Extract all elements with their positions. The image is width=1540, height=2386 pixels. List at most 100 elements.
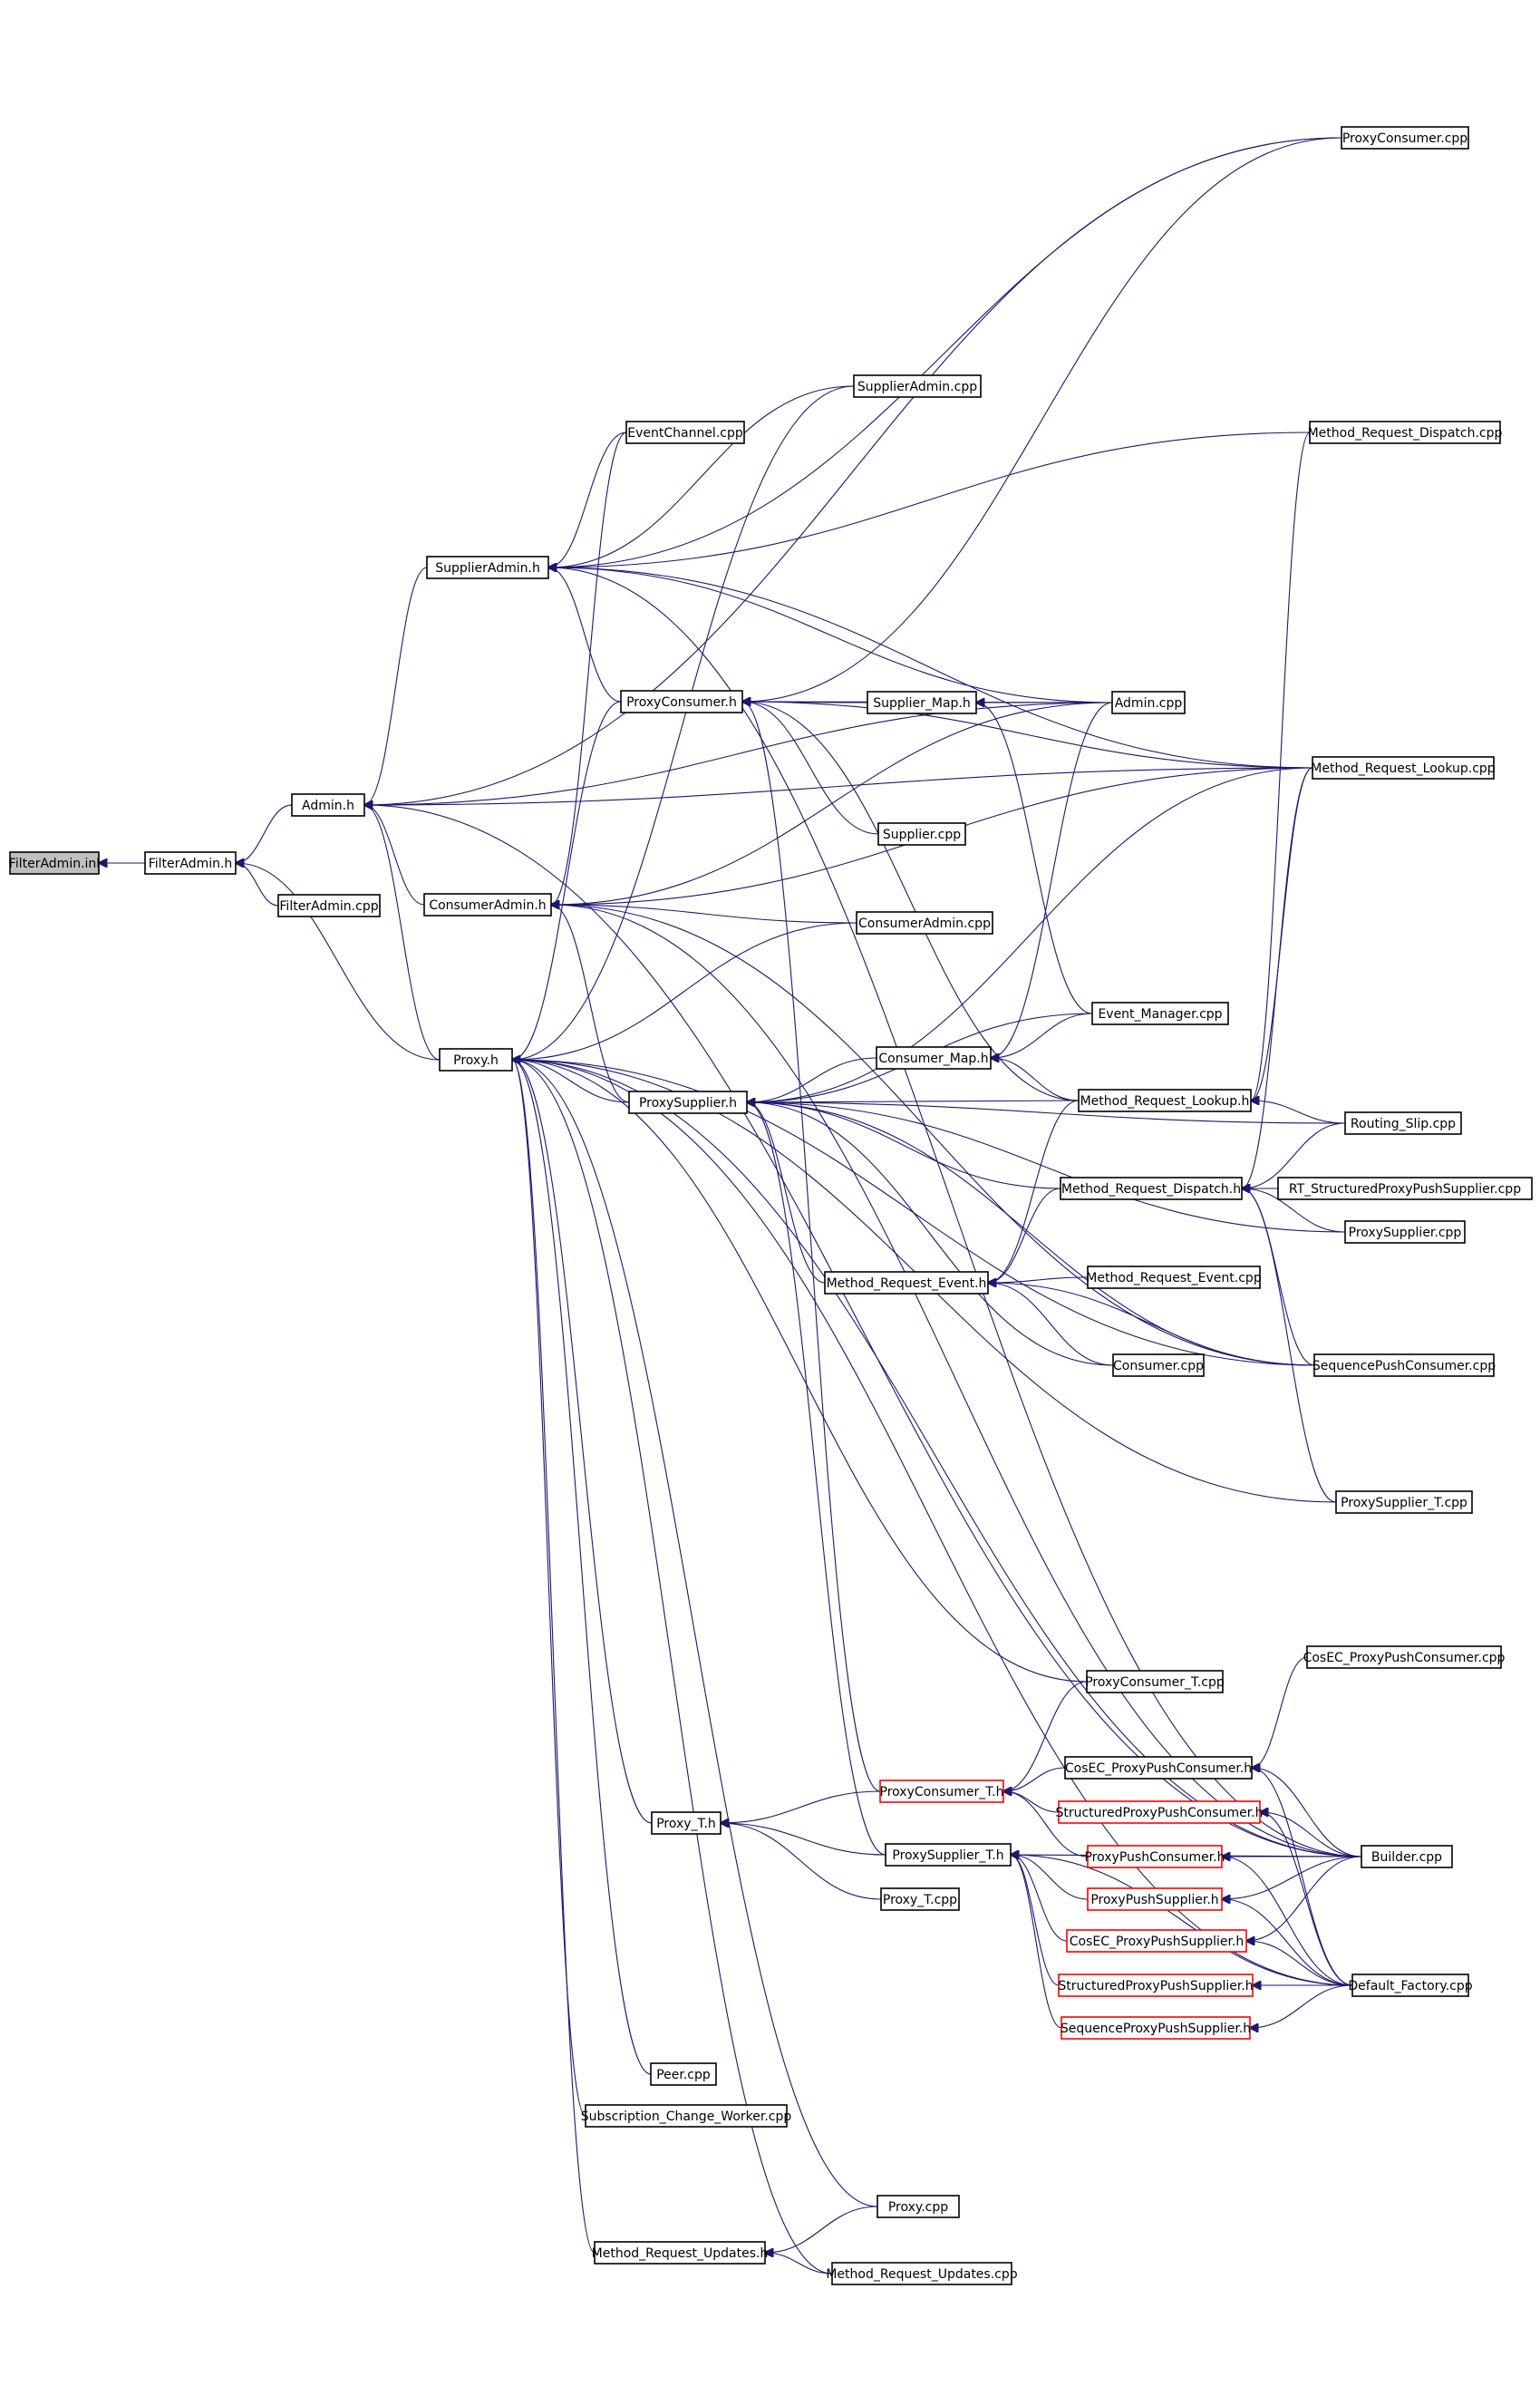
- node-box: [853, 374, 982, 398]
- node-admin-h[interactable]: Admin.h: [291, 793, 365, 817]
- node-proxy-t-cpp[interactable]: Proxy_T.cpp: [880, 1887, 960, 1911]
- node-default-factory-cpp[interactable]: Default_Factory.cpp: [1348, 1974, 1473, 1997]
- node-event-manager-cpp[interactable]: Event_Manager.cpp: [1091, 1002, 1229, 1025]
- node-builder-cpp[interactable]: Builder.cpp: [1361, 1845, 1453, 1868]
- node-label: SequenceProxyPushSupplier.h: [1061, 2022, 1251, 2036]
- node-structured-pps-h[interactable]: StructuredProxyPushSupplier.h: [1058, 1974, 1254, 1997]
- node-label: Admin.cpp: [1115, 696, 1183, 711]
- node-label: Method_Request_Dispatch.cpp: [1308, 426, 1503, 441]
- node-consumer-cpp[interactable]: Consumer.cpp: [1112, 1353, 1205, 1377]
- edge-mr_dispatch_cpp-to-mr_lookup_h: [1251, 432, 1311, 1101]
- node-box: [1091, 1002, 1229, 1025]
- node-proxyconsumer-cpp[interactable]: ProxyConsumer.cpp: [1341, 126, 1469, 150]
- node-cosec-ppc-cpp[interactable]: CosEC_ProxyPushConsumer.cpp: [1303, 1645, 1506, 1669]
- node-filteradmin-h[interactable]: FilterAdmin.h: [144, 851, 237, 875]
- node-supplieradmin-h[interactable]: SupplierAdmin.h: [426, 556, 549, 579]
- node-box: [1086, 1670, 1224, 1693]
- node-label: Consumer_Map.h: [878, 1052, 988, 1066]
- node-box: [291, 793, 365, 817]
- node-filteradmin-cpp[interactable]: FilterAdmin.cpp: [277, 894, 381, 917]
- edge-admin_h-to-filteradmin_h: [236, 804, 293, 863]
- edge-seqpushconsumer_cpp-to-consumeradmin_h: [551, 905, 1315, 1366]
- node-peer-cpp[interactable]: Peer.cpp: [650, 2062, 717, 2086]
- node-box: [423, 893, 552, 917]
- edge-proxysupplier_t_cpp-to-mr_dispatch_h: [1242, 1188, 1337, 1503]
- edge-proxyconsumer_t_h-to-proxyconsumer_h: [742, 702, 881, 1792]
- node-box: [877, 2195, 960, 2218]
- node-proxypushsupplier-h[interactable]: ProxyPushSupplier.h: [1087, 1887, 1223, 1911]
- node-box: [885, 1843, 1012, 1867]
- node-supplier-cpp[interactable]: Supplier.cpp: [877, 822, 966, 846]
- node-box: [1058, 1800, 1261, 1824]
- node-mr-event-h[interactable]: Method_Request_Event.h: [824, 1271, 989, 1295]
- node-proxy-h[interactable]: Proxy.h: [439, 1048, 513, 1072]
- node-mr-updates-h[interactable]: Method_Request_Updates.h: [592, 2241, 769, 2265]
- node-box: [1087, 1845, 1223, 1868]
- node-mr-lookup-h[interactable]: Method_Request_Lookup.h: [1078, 1089, 1252, 1112]
- edge-supplieradmin_h-to-admin_h: [364, 567, 428, 805]
- node-proxysupplier-t-cpp[interactable]: ProxySupplier_T.cpp: [1335, 1490, 1473, 1514]
- node-rt-sppsupplier-cpp[interactable]: RT_StructuredProxyPushSupplier.cpp: [1277, 1177, 1533, 1200]
- edge-cosec_ppc_h-to-proxyconsumer_t_h: [1003, 1767, 1066, 1791]
- edge-default_factory_cpp-to-proxysupplier_t_h: [1011, 1855, 1353, 1986]
- node-box: [1312, 756, 1495, 780]
- node-mr-lookup-cpp[interactable]: Method_Request_Lookup.cpp: [1311, 756, 1496, 780]
- edge-proxyconsumer_cpp-to-admin_h: [364, 137, 1342, 805]
- node-mr-updates-cpp[interactable]: Method_Request_Updates.cpp: [826, 2262, 1018, 2285]
- edge-peer_cpp-to-proxy_h: [512, 1060, 652, 2075]
- node-seqpushconsumer-cpp[interactable]: SequencePushConsumer.cpp: [1312, 1353, 1496, 1377]
- edge-structured_pps_h-to-proxysupplier_t_h: [1011, 1855, 1060, 1986]
- node-proxysupplier-cpp[interactable]: ProxySupplier.cpp: [1344, 1220, 1466, 1244]
- node-box: [831, 2262, 1012, 2285]
- node-filteradmin-inl[interactable]: FilterAdmin.inl: [9, 851, 100, 875]
- edge-proxysupplier_h-to-consumeradmin_h: [551, 905, 630, 1103]
- node-label: Supplier_Map.h: [873, 696, 971, 711]
- node-label: Method_Request_Dispatch.h: [1061, 1182, 1241, 1197]
- node-mr-dispatch-cpp[interactable]: Method_Request_Dispatch.cpp: [1308, 421, 1503, 444]
- node-admin-cpp[interactable]: Admin.cpp: [1111, 691, 1186, 714]
- node-label: CosEC_ProxyPushConsumer.cpp: [1303, 1651, 1506, 1665]
- edge-default_factory_cpp-to-proxy_h: [512, 1060, 1353, 1986]
- node-mr-event-cpp[interactable]: Method_Request_Event.cpp: [1086, 1266, 1262, 1289]
- node-proxyconsumer-h[interactable]: ProxyConsumer.h: [620, 690, 743, 713]
- node-box: [1058, 1974, 1254, 1997]
- node-consumeradmin-h[interactable]: ConsumerAdmin.h: [423, 893, 552, 917]
- node-box: [1277, 1177, 1533, 1200]
- edge-proxy_h-to-filteradmin_h: [236, 863, 441, 1061]
- node-supplieradmin-cpp[interactable]: SupplierAdmin.cpp: [853, 374, 982, 398]
- node-proxysupplier-t-h[interactable]: ProxySupplier_T.h: [885, 1843, 1012, 1867]
- edge-eventchannel_cpp-to-consumeradmin_h: [551, 432, 627, 905]
- node-box: [1112, 1353, 1205, 1377]
- node-consumeradmin-cpp[interactable]: ConsumerAdmin.cpp: [856, 911, 993, 935]
- node-consumer-map-h[interactable]: Consumer_Map.h: [876, 1046, 992, 1070]
- node-proxyconsumer-t-h[interactable]: ProxyConsumer_T.h: [879, 1780, 1004, 1803]
- node-proxyconsumer-t-cpp[interactable]: ProxyConsumer_T.cpp: [1085, 1670, 1225, 1693]
- node-mr-dispatch-h[interactable]: Method_Request_Dispatch.h: [1060, 1177, 1243, 1200]
- node-label: Proxy_T.cpp: [883, 1893, 957, 1907]
- node-box: [1344, 1220, 1466, 1244]
- edge-mr_lookup_cpp-to-proxysupplier_h: [747, 767, 1313, 1102]
- node-box: [1351, 1974, 1469, 1997]
- node-proxypushconsumer-h[interactable]: ProxyPushConsumer.h: [1084, 1845, 1225, 1868]
- node-routing-slip-cpp[interactable]: Routing_Slip.cpp: [1344, 1111, 1462, 1135]
- node-proxy-cpp[interactable]: Proxy.cpp: [877, 2195, 960, 2218]
- node-proxysupplier-h[interactable]: ProxySupplier.h: [628, 1091, 748, 1114]
- node-seq-pps-h[interactable]: SequenceProxyPushSupplier.h: [1061, 2016, 1251, 2040]
- node-eventchannel-cpp[interactable]: EventChannel.cpp: [625, 421, 745, 444]
- node-supplier-map-h[interactable]: Supplier_Map.h: [867, 691, 977, 714]
- edge-mr_lookup_cpp-to-supplieradmin_h: [548, 567, 1313, 769]
- node-label: CosEC_ProxyPushConsumer.h: [1065, 1761, 1252, 1776]
- node-cosec-pps-h[interactable]: CosEC_ProxyPushSupplier.h: [1066, 1929, 1247, 1953]
- node-label: Method_Request_Event.h: [827, 1276, 987, 1291]
- edge-supplier_cpp-to-proxyconsumer_h: [742, 702, 879, 835]
- node-structured-ppc-h[interactable]: StructuredProxyPushConsumer.h: [1055, 1800, 1264, 1824]
- node-proxy-t-h[interactable]: Proxy_T.h: [651, 1811, 722, 1835]
- node-box: [856, 911, 993, 935]
- edge-filteradmin_cpp-to-filteradmin_h: [236, 863, 279, 907]
- node-cosec-ppc-h[interactable]: CosEC_ProxyPushConsumer.h: [1064, 1756, 1253, 1780]
- node-label: Peer.cpp: [656, 2068, 711, 2082]
- edge-consumeradmin_cpp-to-consumeradmin_h: [551, 905, 857, 924]
- node-sub-change-worker-cpp[interactable]: Subscription_Change_Worker.cpp: [581, 2104, 792, 2128]
- node-label: Supplier.cpp: [883, 828, 961, 842]
- node-box: [879, 1780, 1004, 1803]
